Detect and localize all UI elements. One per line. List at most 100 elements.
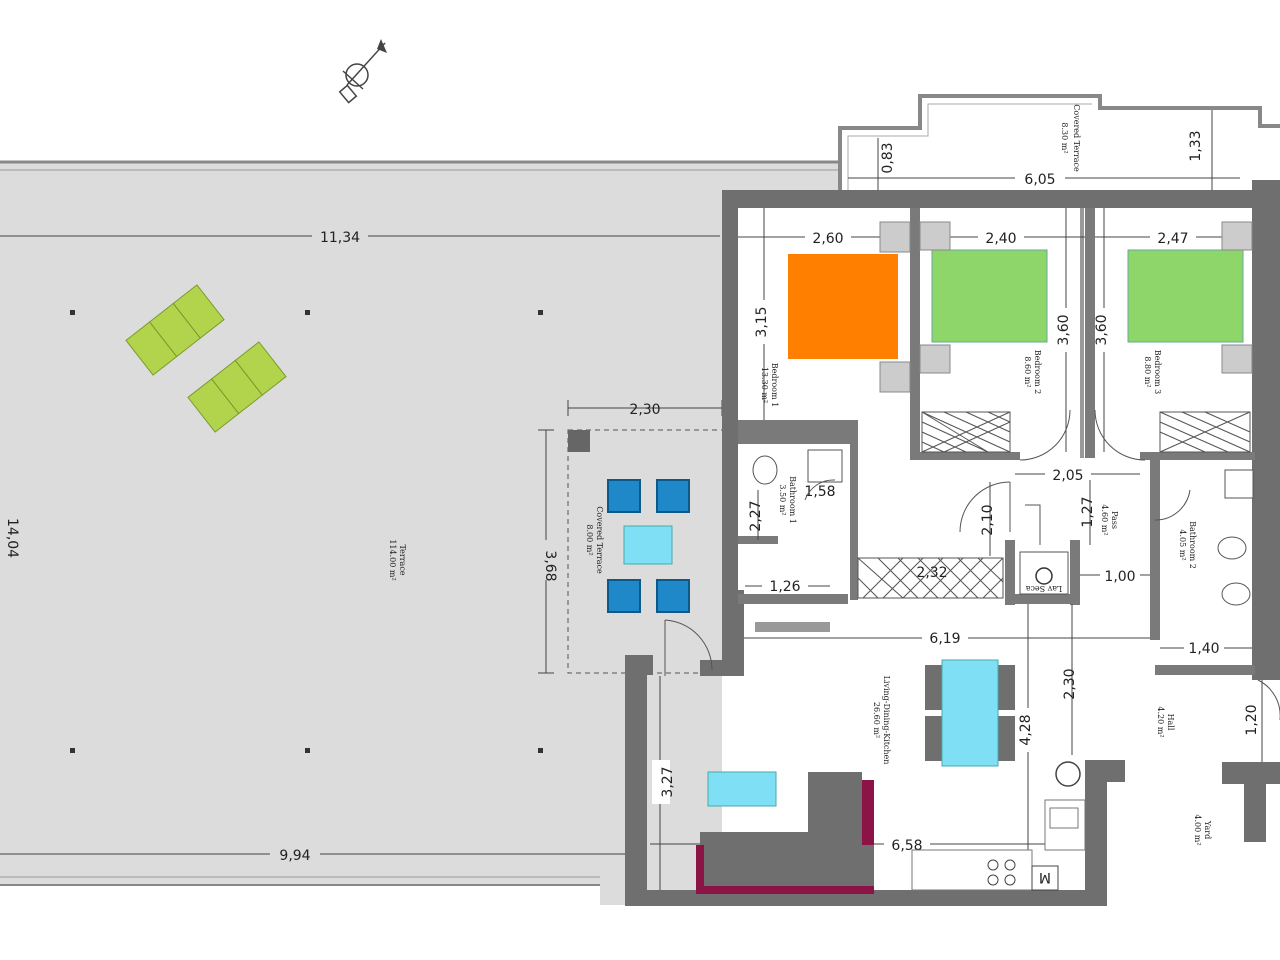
dim-bedroom1-height: 3,15 bbox=[754, 306, 770, 337]
bedroom1-name: Bedroom 1 bbox=[770, 363, 779, 407]
dim-bedroom3-height: 3,60 bbox=[1094, 314, 1110, 345]
dim-corridor-height: 2,10 bbox=[980, 504, 996, 535]
bedroom2-name: Bedroom 2 bbox=[1033, 350, 1042, 394]
bathroom-2: 1,40 Bathroom 2 4.05 m² bbox=[1160, 469, 1254, 657]
toilet bbox=[752, 455, 778, 485]
nightstand bbox=[879, 221, 911, 253]
dim-living-height-left: 3,27 bbox=[660, 766, 676, 797]
dim-bedroom3-width: 2,47 bbox=[1157, 231, 1188, 247]
dim-covered-terrace-width: 2,30 bbox=[629, 402, 660, 418]
meter-box bbox=[1031, 865, 1059, 891]
bedroom1-area: 13.30 m² bbox=[760, 367, 769, 403]
nightstand bbox=[879, 361, 911, 393]
bedroom2-area: 8.60 m² bbox=[1023, 356, 1032, 387]
dim-top-terrace-left: 0,83 bbox=[880, 142, 896, 173]
bathroom2-area: 4.05 m² bbox=[1178, 529, 1187, 560]
dining-chair bbox=[607, 479, 641, 513]
living-name: Living-Dining-Kitchen bbox=[882, 676, 891, 765]
terrace-label: Terrace 114.00 m² bbox=[388, 539, 407, 580]
dining-table bbox=[941, 659, 999, 767]
yard: Yard 4.00 m² bbox=[1193, 814, 1212, 845]
dim-terrace-depth: 14,04 bbox=[4, 518, 20, 558]
dining-chair bbox=[925, 716, 945, 761]
dim-pass-height: 1,27 bbox=[1080, 496, 1096, 527]
laundry: Lav Seca 1,00 bbox=[1019, 551, 1150, 595]
dining-chair bbox=[995, 665, 1015, 710]
dim-covered-terrace-height: 3,68 bbox=[542, 550, 558, 581]
yard-area: 4.00 m² bbox=[1193, 814, 1202, 845]
dim-terrace-width-top: 11,34 bbox=[320, 230, 360, 246]
single-bed bbox=[931, 249, 1048, 343]
dim-terrace-width-bottom: 9,94 bbox=[279, 848, 310, 864]
hall-area: 4.20 m² bbox=[1156, 706, 1165, 737]
bedroom-3: 2,47 3,60 Bedroom 3 8.80 m² bbox=[1094, 208, 1253, 453]
dim-closet-width: 1,26 bbox=[769, 579, 800, 595]
terrace-post-markers bbox=[70, 310, 543, 753]
terrace-width-dimension: 11,34 bbox=[0, 226, 720, 246]
svg-text:Terrace: Terrace bbox=[398, 544, 407, 575]
dim-bedroom2-height: 3,60 bbox=[1056, 314, 1072, 345]
dim-laundry-width: 1,00 bbox=[1104, 569, 1135, 585]
dim-living-width-top: 6,19 bbox=[929, 631, 960, 647]
dim-bedroom2-width: 2,40 bbox=[985, 231, 1016, 247]
dining-chair bbox=[656, 579, 690, 613]
covered-terrace-top-name: Covered Terrace bbox=[1072, 104, 1081, 172]
dim-bathroom1-height: 2,27 bbox=[748, 500, 764, 531]
dim-hall-height: 1,20 bbox=[1244, 704, 1260, 735]
yard-name: Yard bbox=[1203, 820, 1212, 839]
pass-name: Pass bbox=[1110, 511, 1119, 529]
double-bed bbox=[788, 254, 898, 359]
bathroom1-name: Bathroom 1 bbox=[788, 476, 797, 524]
hall: Hall 4.20 m² 1,20 bbox=[1156, 679, 1280, 762]
outdoor-table bbox=[623, 525, 673, 565]
dining-chair bbox=[925, 665, 945, 710]
hall-name: Hall bbox=[1166, 714, 1175, 731]
covered-terrace-top-area: 8.30 m² bbox=[1060, 122, 1069, 153]
coffee-table bbox=[707, 771, 777, 807]
bathroom1-area: 3.50 m² bbox=[778, 484, 787, 515]
sun-lounger bbox=[125, 284, 225, 376]
living-dining-kitchen: 6,19 6,58 3,27 4,28 2,30 bbox=[650, 604, 1150, 894]
sink bbox=[807, 449, 843, 483]
washing-machine bbox=[1035, 567, 1053, 585]
covered-terrace-left-area: 8.00 m² bbox=[585, 524, 594, 555]
dim-bathroom2-width: 1,40 bbox=[1188, 641, 1219, 657]
compass-north-icon bbox=[338, 39, 387, 104]
dim-bedroom1-width: 2,60 bbox=[812, 231, 843, 247]
covered-terrace-top: 6,05 0,83 1,33 Covered Terrace 8.30 m² bbox=[838, 94, 1280, 190]
sink bbox=[1224, 469, 1254, 499]
dim-top-terrace-width: 6,05 bbox=[1024, 172, 1055, 188]
dim-living-height-mid: 2,30 bbox=[1062, 668, 1078, 699]
laundry-label: Lav Seca bbox=[1025, 584, 1062, 593]
bidet bbox=[1221, 582, 1251, 606]
dim-pass-width: 2,05 bbox=[1052, 468, 1083, 484]
covered-terrace-left: 2,30 3,68 Covered Terrace 8.00 m² bbox=[536, 400, 724, 674]
toilet bbox=[1217, 536, 1247, 560]
dining-chair bbox=[656, 479, 690, 513]
single-bed bbox=[1127, 249, 1244, 343]
svg-text:114.00 m²: 114.00 m² bbox=[388, 539, 397, 580]
bedroom-1: 2,60 3,15 Bedroom 1 13.30 m² bbox=[738, 208, 911, 420]
dim-top-terrace-right: 1,33 bbox=[1188, 130, 1204, 161]
dim-corridor-width: 2,32 bbox=[916, 565, 947, 581]
bathroom2-name: Bathroom 2 bbox=[1188, 521, 1197, 569]
terrace-bottom-dimension: 9,94 bbox=[0, 844, 640, 864]
dim-living-height-right: 4,28 bbox=[1018, 714, 1034, 745]
covered-terrace-left-name: Covered Terrace bbox=[595, 506, 604, 574]
meter-label: M bbox=[1039, 869, 1051, 885]
bedroom-2: 2,40 3,60 Bedroom 2 8.60 m² bbox=[919, 208, 1085, 453]
living-area: 26.60 m² bbox=[872, 702, 881, 738]
pass-area: 4.60 m² bbox=[1100, 504, 1109, 535]
corridor: 2,32 2,10 2,05 1,27 Pass 4.60 m² bbox=[804, 409, 1191, 599]
kitchen-island bbox=[696, 772, 874, 894]
boiler bbox=[1055, 761, 1081, 787]
sun-lounger bbox=[187, 341, 287, 433]
bedroom3-name: Bedroom 3 bbox=[1153, 350, 1162, 394]
exterior-walls bbox=[625, 180, 1280, 906]
dining-chair bbox=[607, 579, 641, 613]
dining-chair bbox=[995, 716, 1015, 761]
bathroom-1: Bathroom 1 3.50 m² 1,58 2,27 1,26 bbox=[745, 449, 843, 595]
bedroom3-area: 8.80 m² bbox=[1143, 356, 1152, 387]
kitchen-counter: M bbox=[911, 761, 1086, 891]
